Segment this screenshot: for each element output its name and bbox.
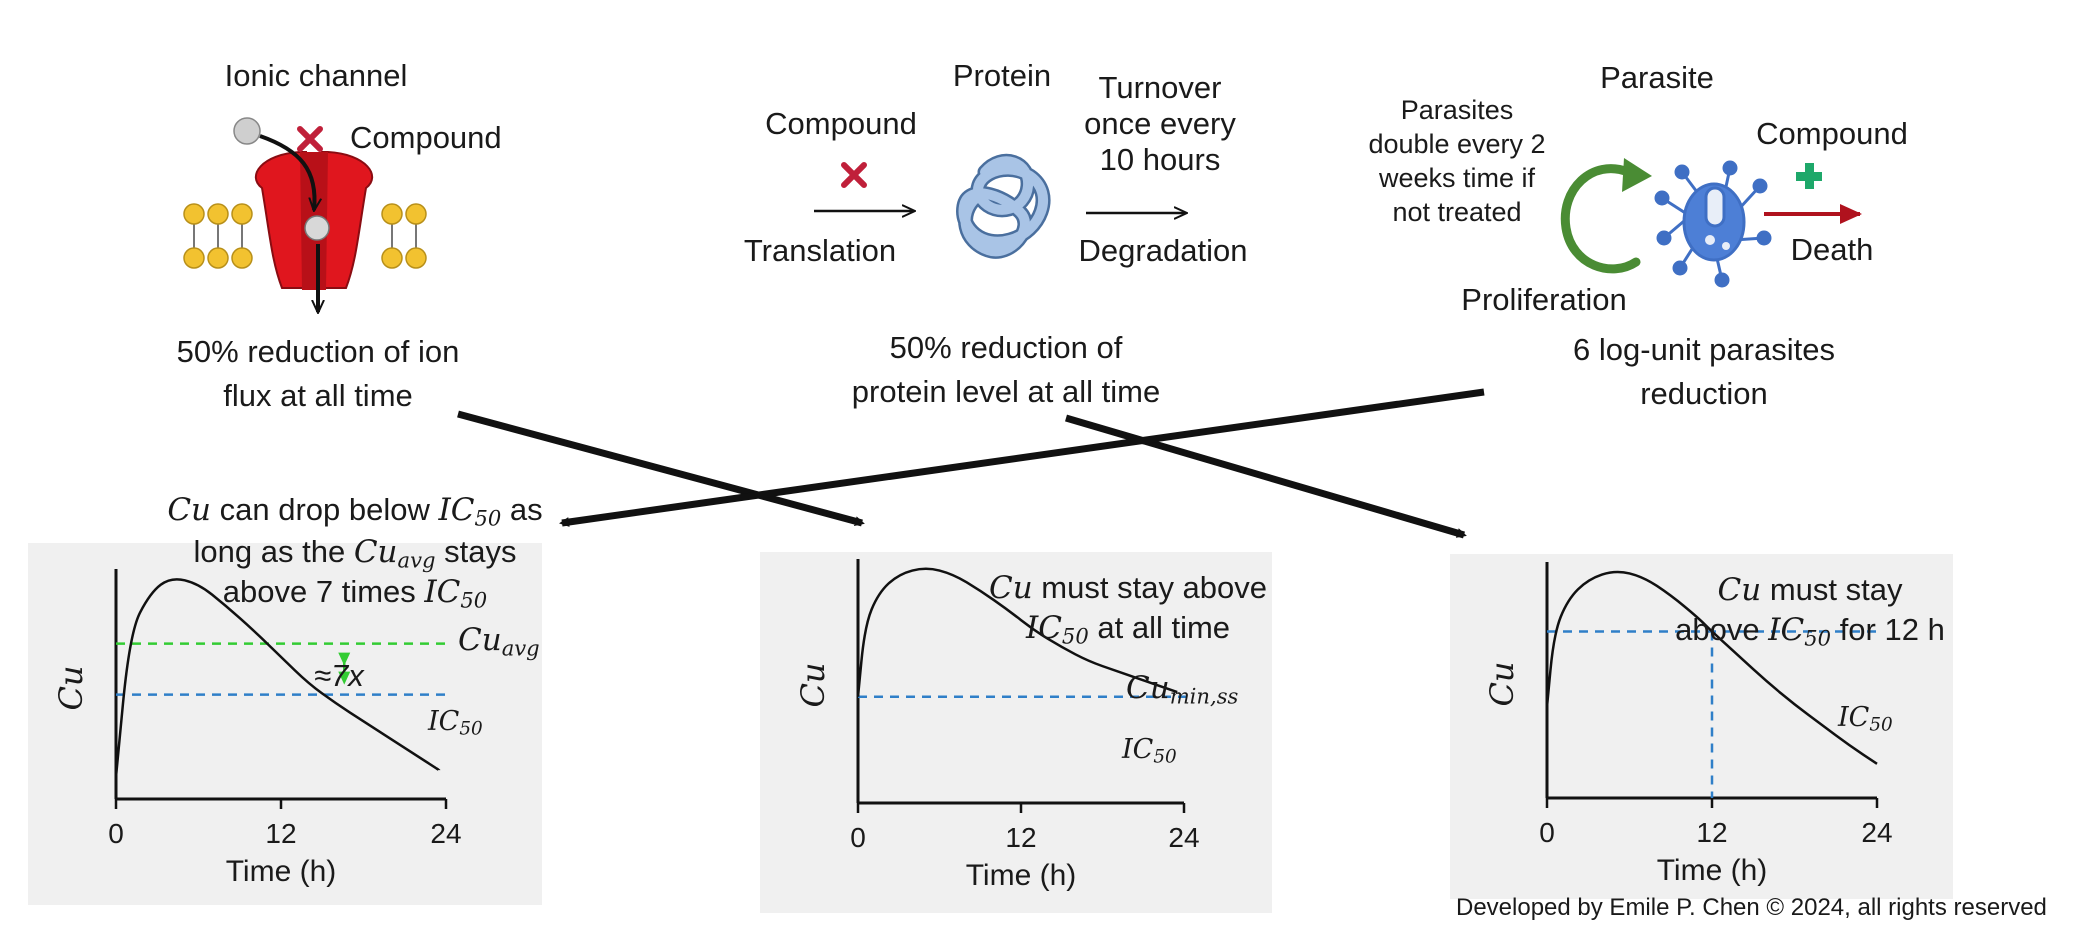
turnover-line3: 10 hours <box>1099 142 1221 177</box>
protein-effect-line1: 50% reduction of <box>889 330 1123 365</box>
lipid-head <box>405 203 427 225</box>
panel-right-bg <box>1450 554 1953 899</box>
turnover-line1: Turnover <box>1098 70 1222 105</box>
label-ic50-middle: IC50 <box>1122 734 1177 768</box>
ion-flow-arrow <box>259 134 315 210</box>
ion-compound-label: Compound <box>350 120 502 155</box>
x-tick-label: 12 <box>1696 817 1727 848</box>
proliferation-label: Proliferation <box>1461 282 1627 317</box>
lipid-head <box>381 203 403 225</box>
x-tick-label: 12 <box>265 818 296 849</box>
y-axis-label: Cu <box>52 665 90 710</box>
lipid-head <box>207 203 229 225</box>
ion-effect-line1: 50% reduction of ion <box>176 334 460 369</box>
copyright-footer: Developed by Emile P. Chen © 2024, all r… <box>1456 894 2047 921</box>
x-axis-label: Time (h) <box>226 855 337 888</box>
x-tick-label: 0 <box>850 822 866 853</box>
lipid-head <box>231 247 253 269</box>
parasite-illustration <box>1560 158 1862 288</box>
concentration-curve <box>856 567 1178 697</box>
protein-effect-line2: protein level at all time <box>851 374 1161 409</box>
lipid-head <box>405 247 427 269</box>
label-cu-minss: Cumin,ss <box>1126 670 1239 709</box>
right-note-line2: above IC50 for 12 h <box>1675 612 1945 651</box>
compound-plus-icon <box>1796 163 1822 189</box>
x-axis-label: Time (h) <box>1657 854 1768 887</box>
concentration-curve <box>1545 570 1878 765</box>
right-note-line1: Cu must stay <box>1717 572 1903 608</box>
arrow-protein-to-right <box>1065 414 1467 539</box>
label-cu-avg: Cuavg <box>458 622 540 661</box>
parasite-compound-label: Compound <box>1756 116 1908 151</box>
left-note-line3: above 7 times IC50 <box>222 574 488 613</box>
label-ic50-right: IC50 <box>1838 702 1893 736</box>
middle-note-line2: IC50 at all time <box>1025 610 1231 649</box>
lipid-head <box>183 203 205 225</box>
membrane-lipids <box>183 203 427 269</box>
left-note-line1: Cu can drop below IC50 as <box>167 492 543 531</box>
degradation-label: Degradation <box>1078 233 1248 268</box>
ion-channel-title: Ionic channel <box>224 58 408 93</box>
death-label: Death <box>1790 232 1874 267</box>
ion-outside <box>233 117 261 145</box>
ion-effect-line2: flux at all time <box>223 378 413 413</box>
panel-left-bg <box>28 543 542 905</box>
ion-inside <box>304 215 330 241</box>
middle-note-line1: Cu must stay above <box>988 570 1268 606</box>
lipid-head <box>183 247 205 269</box>
parasite-effect-line2: reduction <box>1640 376 1768 411</box>
parasite-effect-line1: 6 log-unit parasites <box>1573 332 1835 367</box>
lipid-head <box>207 247 229 269</box>
channel-right-subunit <box>321 151 374 289</box>
doubling-line2: double every 2 <box>1368 129 1546 159</box>
x-tick-label: 0 <box>1539 817 1555 848</box>
protein-compound-label: Compound <box>765 106 917 141</box>
left-note-line2: long as the Cuavg stays <box>193 534 517 573</box>
ion-channel-illustration <box>183 117 427 312</box>
x-tick-label: 24 <box>1168 822 1199 853</box>
label-ic50-left: IC50 <box>428 706 483 740</box>
compound-x-icon <box>841 162 867 188</box>
y-axis-label: Cu <box>794 662 832 707</box>
arrow-parasite-to-left <box>559 388 1485 527</box>
protein-coil-icon <box>956 153 1051 259</box>
ratio-label: ≈7x <box>314 658 364 693</box>
parasite-icon <box>1654 160 1772 288</box>
concentration-curve <box>114 578 440 777</box>
lipid-head <box>231 203 253 225</box>
parasite-title: Parasite <box>1600 60 1714 95</box>
x-tick-label: 24 <box>430 818 461 849</box>
y-axis-label: Cu <box>1483 661 1521 706</box>
doubling-line4: not treated <box>1392 197 1522 227</box>
mapping-arrows <box>457 388 1485 539</box>
channel-left-subunit <box>254 151 307 289</box>
panel-middle-bg <box>760 552 1272 913</box>
translation-label: Translation <box>743 233 897 268</box>
protein-illustration <box>814 153 1186 259</box>
proliferation-cycle-arrow <box>1560 164 1641 274</box>
x-tick-label: 12 <box>1005 822 1036 853</box>
x-axis-label: Time (h) <box>966 859 1077 892</box>
lipid-head <box>381 247 403 269</box>
compound-x-icon <box>297 126 323 152</box>
doubling-line3: weeks time if <box>1378 163 1536 193</box>
arrow-ion-to-middle <box>457 410 865 527</box>
turnover-line2: once every <box>1084 106 1236 141</box>
x-tick-label: 24 <box>1861 817 1892 848</box>
x-tick-label: 0 <box>108 818 124 849</box>
doubling-line1: Parasites <box>1400 95 1514 125</box>
protein-title: Protein <box>952 58 1052 93</box>
